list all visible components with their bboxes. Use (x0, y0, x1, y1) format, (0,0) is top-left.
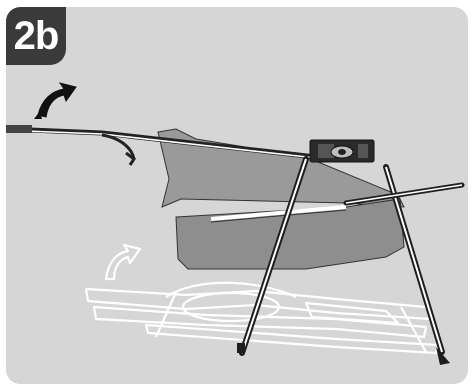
outline-curved-arrow-up-right-icon (104, 243, 142, 281)
curved-arrow-up-right-icon (34, 82, 77, 119)
side-crossbar (343, 182, 465, 206)
handle-bar (6, 125, 319, 166)
step-number-badge: 2b (6, 7, 66, 65)
front-leg (237, 156, 309, 356)
stroller-folding-illustration (6, 82, 465, 365)
instruction-panel: 2b (6, 7, 468, 384)
fold-latch (309, 139, 375, 163)
